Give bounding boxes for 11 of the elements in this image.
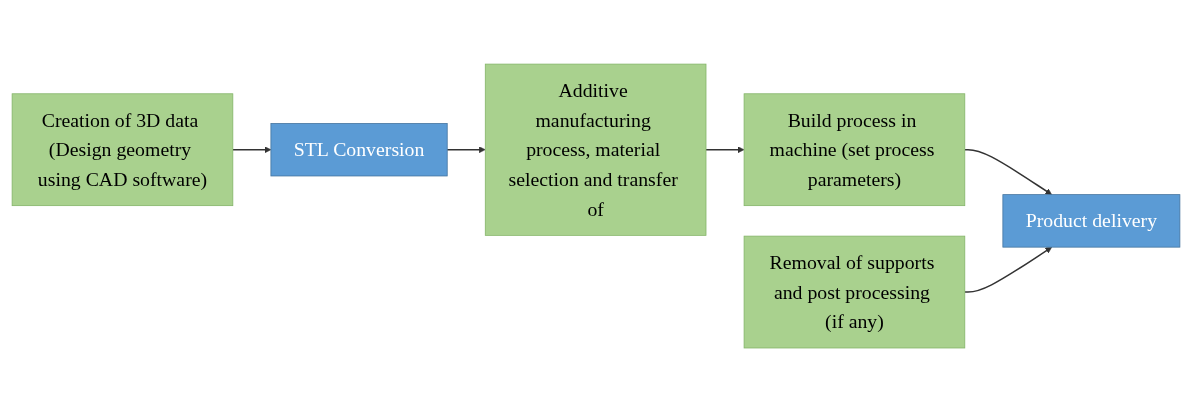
node-box: Removal of supports and post processing (if any)	[743, 235, 966, 349]
arrow	[232, 146, 272, 153]
arrow	[964, 246, 1052, 293]
arrow	[705, 146, 745, 153]
node-box: Creation of 3D data (Design geometry using CAD software)	[11, 93, 234, 206]
arrow	[446, 146, 486, 153]
node-box: Additive manufacturing process, material selection and transfer of	[484, 63, 707, 236]
node-box: STL Conversion	[270, 123, 448, 177]
arrow	[964, 148, 1052, 195]
node-box: Product delivery	[1002, 194, 1181, 248]
node-box: Build process in machine (set process parameters)	[743, 93, 966, 206]
